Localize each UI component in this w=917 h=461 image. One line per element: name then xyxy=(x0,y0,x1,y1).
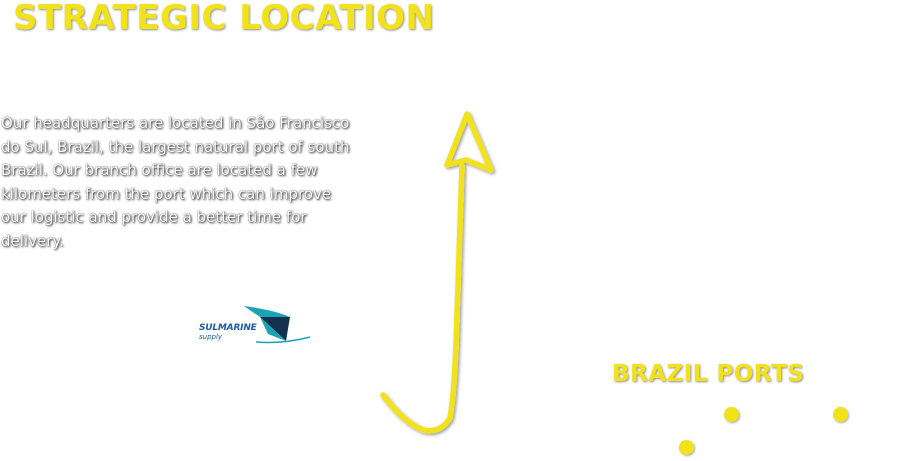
sail-logo-icon xyxy=(244,306,311,344)
page-title: STRATEGIC LOCATION xyxy=(13,0,435,38)
company-logo: SULMARINE supply xyxy=(196,304,312,346)
up-arrow-icon xyxy=(380,111,494,434)
location-description: Our headquarters are located in São Fran… xyxy=(1,114,350,250)
brazil-ports-title: BRAZIL PORTS xyxy=(612,361,805,387)
port-marker-dot[interactable] xyxy=(724,407,739,422)
port-marker-dot[interactable] xyxy=(679,440,694,455)
port-marker-dot[interactable] xyxy=(833,407,848,422)
logo-name: SULMARINE xyxy=(199,323,257,333)
logo-subtitle: supply xyxy=(199,333,223,341)
